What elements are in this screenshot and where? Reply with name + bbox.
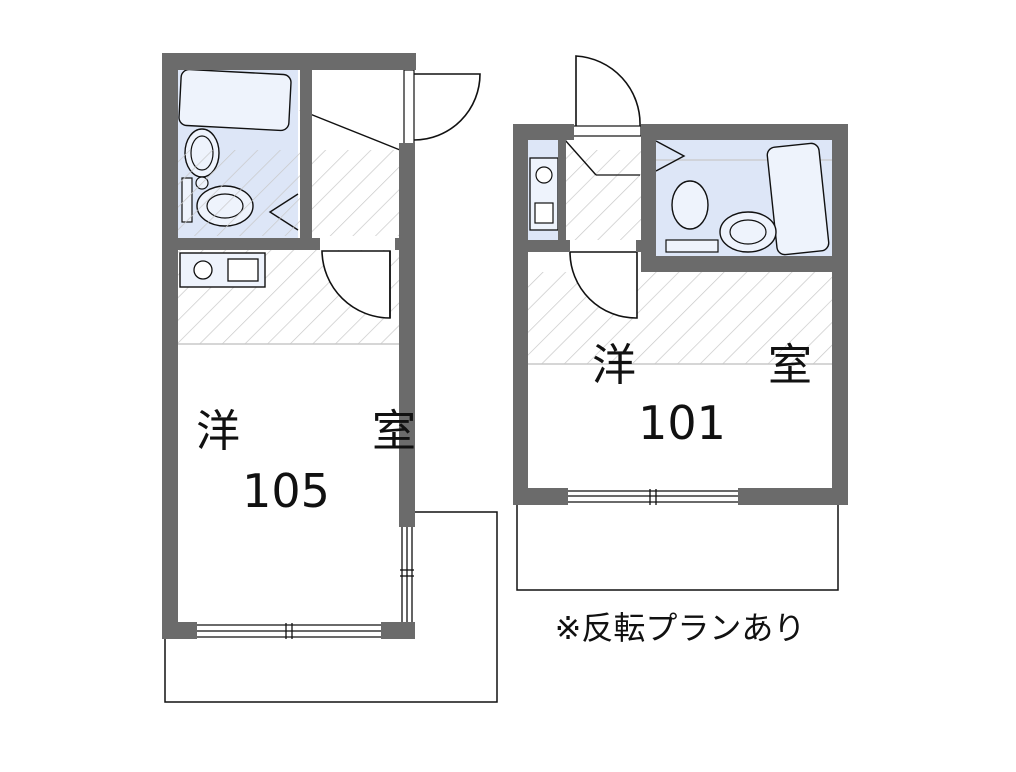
inner-door-101 <box>569 251 638 319</box>
entry-frame-101 <box>572 125 642 137</box>
balcony-101 <box>516 503 839 591</box>
hatched-area-101-hall <box>565 150 641 240</box>
entry-frame-105 <box>403 69 415 145</box>
hatched-area-101-room <box>528 272 832 364</box>
room-number-101: 101 <box>638 396 726 450</box>
entry-door-101 <box>575 55 641 127</box>
balcony-105 <box>164 511 498 703</box>
washbasin-101 <box>719 211 777 253</box>
sink-101 <box>534 202 554 224</box>
inner-door-105 <box>321 250 391 319</box>
entry-door-105 <box>413 73 481 141</box>
room-type-105: 洋 室 <box>196 406 460 457</box>
mirror-plan-note: ※反転プランあり <box>554 609 806 647</box>
window-105-side <box>400 527 414 622</box>
sink-105 <box>227 258 259 282</box>
window-101-bottom <box>568 489 738 505</box>
room-type-101: 洋 室 <box>592 340 856 391</box>
fan-symbol-101 <box>655 140 686 172</box>
stove-101 <box>535 166 553 184</box>
hatched-area-105-hall <box>178 150 400 236</box>
unit-101 <box>513 55 848 591</box>
toilet-101 <box>671 180 709 230</box>
unit-105 <box>162 53 498 703</box>
walls-105 <box>162 53 416 639</box>
walls-101 <box>513 124 848 505</box>
stove-105 <box>193 260 213 280</box>
window-105-bottom <box>197 623 381 639</box>
room-number-105: 105 <box>242 464 330 518</box>
bathtub-105 <box>178 68 292 132</box>
bathtub-101 <box>766 142 830 256</box>
